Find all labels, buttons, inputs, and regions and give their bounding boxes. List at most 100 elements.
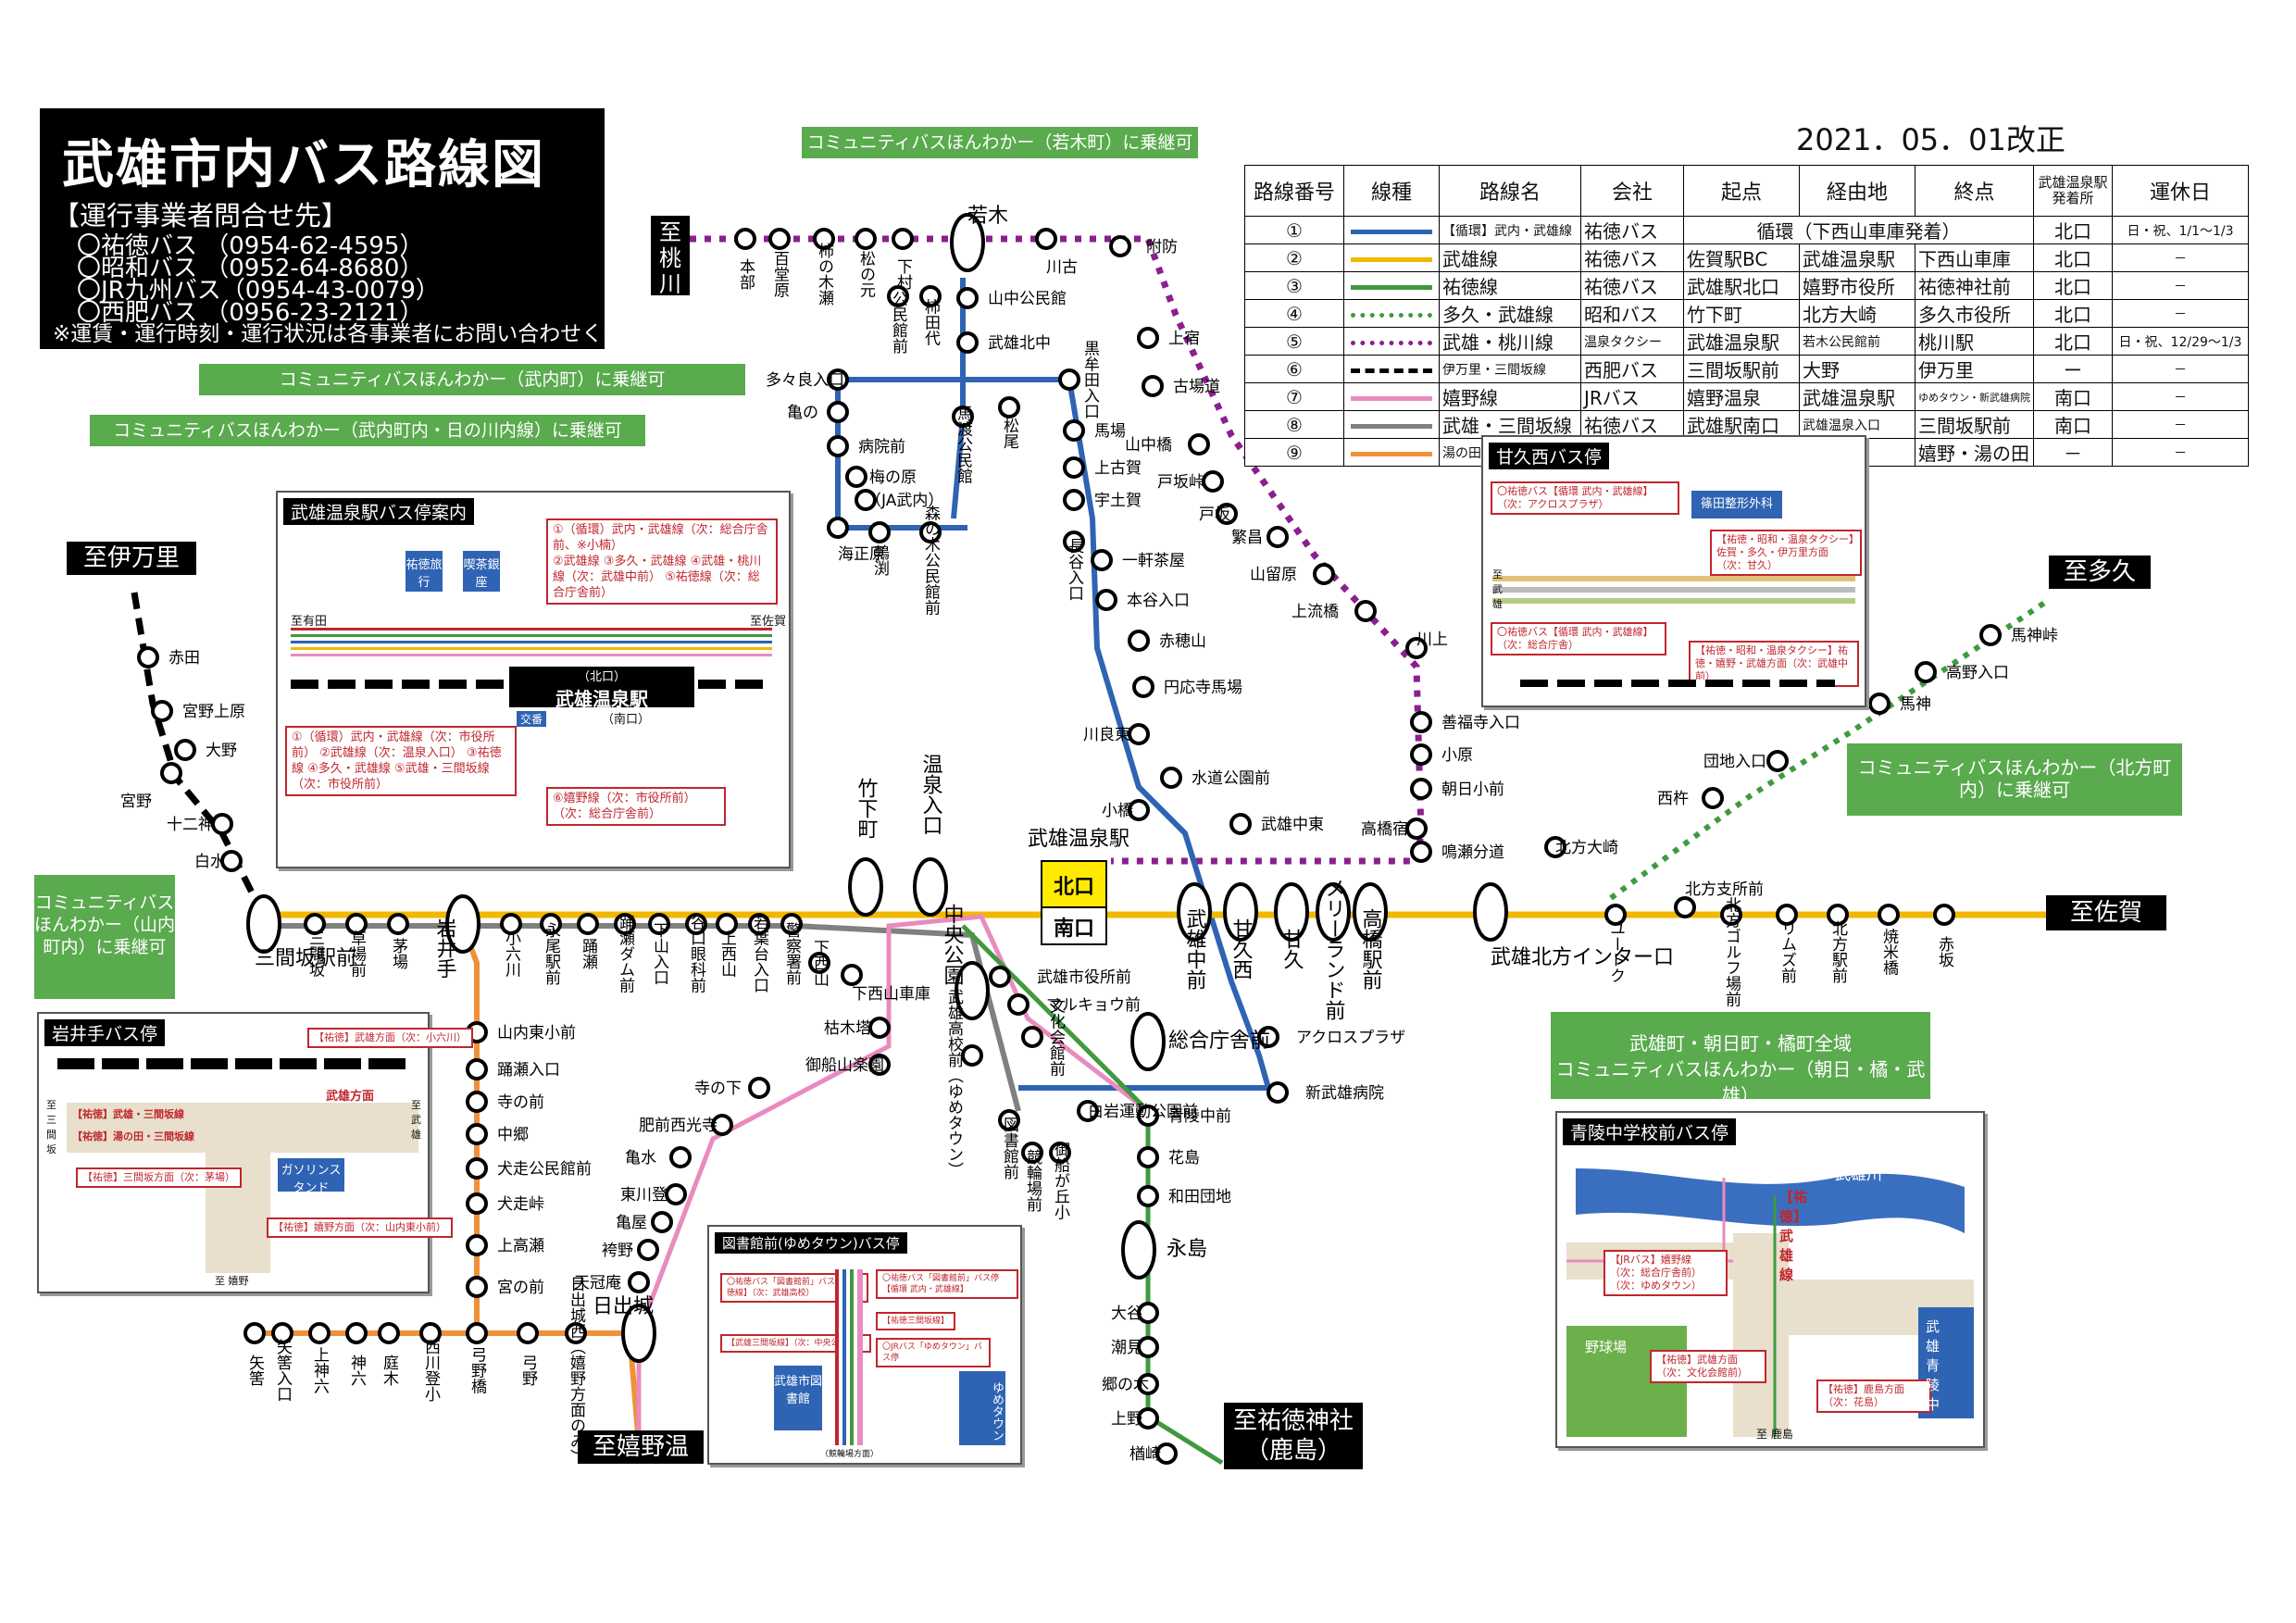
stop-marker-takanokeiriguchi[interactable] bbox=[1915, 661, 1937, 683]
stop-marker-nagayaguchi[interactable] bbox=[1063, 531, 1085, 553]
stop-marker-seiryou[interactable] bbox=[1137, 1105, 1159, 1127]
stop-marker-mimasaka[interactable] bbox=[304, 913, 326, 935]
stop-marker-kameya[interactable] bbox=[651, 1211, 673, 1233]
stop-marker-kitagatainter[interactable] bbox=[1473, 882, 1508, 942]
stop-marker-takeshitamachi[interactable] bbox=[848, 857, 883, 917]
stop-marker-yuminohashi[interactable] bbox=[466, 1322, 488, 1344]
stop-marker-udoka[interactable] bbox=[1063, 489, 1085, 511]
stop-marker-hiidejou[interactable] bbox=[621, 1304, 656, 1363]
stop-marker-kamemizu[interactable] bbox=[669, 1146, 692, 1168]
stop-marker-uzura[interactable] bbox=[868, 521, 891, 543]
stop-marker-tosakaB[interactable] bbox=[1216, 503, 1238, 525]
stop-marker-kareki[interactable] bbox=[868, 1017, 891, 1039]
stop-marker-tengan[interactable] bbox=[628, 1271, 650, 1293]
stop-marker-hongouchi[interactable] bbox=[1095, 589, 1117, 611]
stop-marker-teranomae[interactable] bbox=[466, 1091, 488, 1113]
stop-marker-matsuo[interactable] bbox=[998, 396, 1020, 418]
stop-marker-ootani[interactable] bbox=[1137, 1302, 1159, 1324]
stop-marker-hyakudohara[interactable] bbox=[768, 228, 791, 250]
stop-marker-marukyou[interactable] bbox=[1007, 993, 1029, 1016]
stop-marker-koroku[interactable] bbox=[500, 913, 522, 935]
stop-marker-miyano[interactable] bbox=[160, 762, 182, 784]
stop-marker-takeonakahigashi[interactable] bbox=[1229, 813, 1252, 835]
stop-marker-nishikikusa[interactable] bbox=[1702, 787, 1724, 809]
stop-marker-merry[interactable] bbox=[1316, 882, 1351, 942]
stop-marker-kobaru[interactable] bbox=[1410, 743, 1432, 766]
stop-marker-kamijinroku[interactable] bbox=[308, 1322, 331, 1344]
stop-marker-mawatari[interactable] bbox=[952, 406, 974, 428]
stop-marker-furuichido[interactable] bbox=[1142, 375, 1164, 397]
stop-marker-shintakeobyouin[interactable] bbox=[1267, 1081, 1289, 1104]
stop-marker-kamenoo[interactable] bbox=[827, 401, 849, 423]
stop-marker-uwajuku[interactable] bbox=[1137, 327, 1159, 349]
stop-marker-kawafuru[interactable] bbox=[1035, 228, 1057, 250]
stop-marker-kobashi[interactable] bbox=[1128, 799, 1150, 821]
stop-marker-miyanouebara[interactable] bbox=[151, 700, 173, 722]
stop-marker-shiomi[interactable] bbox=[1137, 1336, 1159, 1358]
stop-marker-akahosan[interactable] bbox=[1128, 630, 1150, 652]
stop-marker-yamarumihara[interactable] bbox=[1313, 563, 1335, 585]
stop-marker-kurohamuta[interactable] bbox=[1058, 368, 1080, 391]
stop-marker-kakitashiro[interactable] bbox=[919, 285, 942, 307]
stop-marker-kamitakase[interactable] bbox=[466, 1234, 488, 1256]
stop-marker-hanashima[interactable] bbox=[1137, 1146, 1159, 1168]
stop-marker-kouminkanmae[interactable] bbox=[887, 285, 909, 307]
stop-marker-naruse[interactable] bbox=[1410, 841, 1432, 863]
stop-marker-rimuzu[interactable] bbox=[1776, 904, 1798, 926]
stop-marker-toshokan[interactable] bbox=[998, 1109, 1020, 1131]
stop-marker-kitagatashisho[interactable] bbox=[1674, 896, 1696, 918]
stop-marker-shiyakusho[interactable] bbox=[989, 966, 1011, 988]
stop-marker-taniguchiganka[interactable] bbox=[685, 913, 707, 935]
stop-marker-kusaba[interactable] bbox=[345, 913, 368, 935]
stop-marker-bajinami[interactable] bbox=[1979, 624, 2002, 646]
stop-marker-amaku[interactable] bbox=[1274, 882, 1309, 942]
stop-marker-niwaki[interactable] bbox=[378, 1322, 400, 1344]
stop-marker-tosaka[interactable] bbox=[1202, 470, 1224, 493]
stop-marker-bashin[interactable] bbox=[1868, 693, 1890, 715]
stop-marker-ikkenchaya[interactable] bbox=[1091, 549, 1113, 571]
stop-marker-yamanaka[interactable] bbox=[956, 287, 979, 309]
stop-marker-fuchiseguchi[interactable] bbox=[466, 1058, 488, 1080]
stop-marker-keirinmae[interactable] bbox=[1021, 1142, 1043, 1164]
stop-marker-mimasakaekimae[interactable] bbox=[246, 894, 281, 954]
stop-marker-amakubo[interactable] bbox=[1223, 882, 1258, 942]
stop-marker-wakabadai[interactable] bbox=[748, 913, 770, 935]
stop-marker-shimonishiyamashako[interactable] bbox=[841, 964, 863, 986]
stop-marker-kawakami[interactable] bbox=[1405, 637, 1428, 659]
stop-marker-kitagatagolf[interactable] bbox=[1720, 904, 1742, 926]
stop-marker-jinroku[interactable] bbox=[345, 1322, 368, 1344]
station-south-exit[interactable] bbox=[1041, 906, 1107, 945]
stop-marker-oono[interactable] bbox=[174, 739, 196, 761]
stop-marker-ja[interactable] bbox=[855, 489, 877, 511]
stop-marker-keisatsusho[interactable] bbox=[780, 913, 803, 935]
stop-marker-shimonishiyama[interactable] bbox=[808, 952, 830, 974]
stop-marker-chuokouen[interactable] bbox=[955, 961, 990, 1020]
stop-marker-zenpukuji[interactable] bbox=[1410, 711, 1432, 733]
stop-marker-suidoukouen[interactable] bbox=[1160, 767, 1182, 789]
stop-marker-takeokitanaka[interactable] bbox=[956, 331, 979, 354]
stop-marker-kaminagare[interactable] bbox=[1354, 600, 1377, 622]
stop-marker-yamanakabashi[interactable] bbox=[1188, 433, 1210, 456]
stop-marker-nagashima[interactable] bbox=[1121, 1220, 1156, 1280]
stop-marker-onsenriguchi[interactable] bbox=[913, 857, 948, 917]
stop-marker-baba[interactable] bbox=[1063, 419, 1085, 442]
stop-marker-enkouji[interactable] bbox=[1132, 676, 1154, 698]
stop-marker-dankeiriguchi[interactable] bbox=[1766, 750, 1789, 772]
stop-marker-fusebo[interactable] bbox=[1109, 235, 1131, 257]
stop-marker-takeonaka[interactable] bbox=[1177, 882, 1212, 942]
stop-marker-wada[interactable] bbox=[1137, 1185, 1159, 1207]
stop-marker-shiramizu[interactable] bbox=[220, 850, 243, 872]
stop-marker-takahashijuku[interactable] bbox=[1405, 818, 1428, 840]
stop-marker-fuchise[interactable] bbox=[577, 913, 599, 935]
stop-marker-juunijin[interactable] bbox=[211, 813, 233, 835]
stop-marker-kamifurukaga[interactable] bbox=[1063, 456, 1085, 479]
stop-marker-nishigawanobori[interactable] bbox=[419, 1322, 442, 1344]
stop-marker-matsunomoto[interactable] bbox=[855, 228, 877, 250]
stop-marker-kaishohara[interactable] bbox=[827, 517, 849, 539]
stop-marker-kitagataoosaki[interactable] bbox=[1544, 836, 1566, 858]
stop-marker-yoshimidai[interactable] bbox=[243, 1322, 266, 1344]
stop-marker-shimomura[interactable] bbox=[892, 228, 914, 250]
stop-marker-gounoki[interactable] bbox=[1137, 1373, 1159, 1395]
stop-marker-yakimebashi[interactable] bbox=[1878, 904, 1900, 926]
stop-marker-byouinmae[interactable] bbox=[827, 435, 849, 457]
